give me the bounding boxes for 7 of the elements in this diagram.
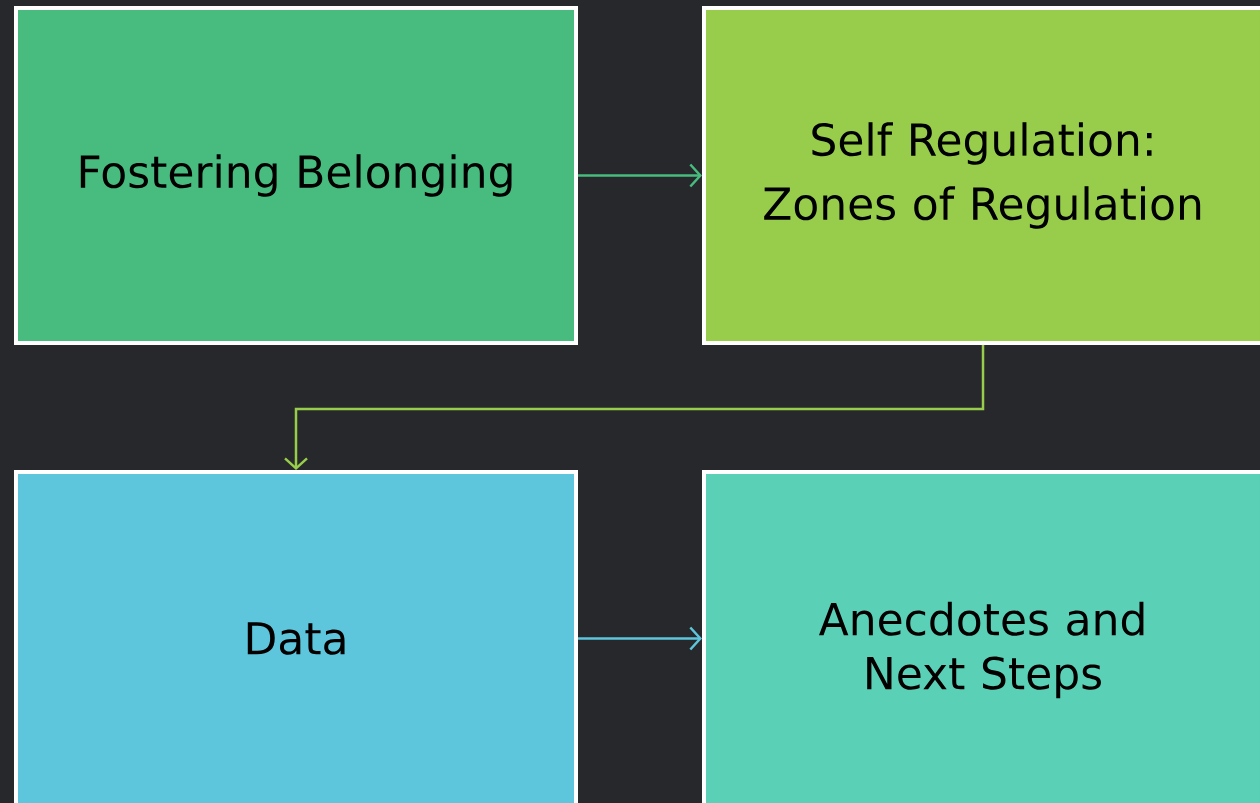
process-box: Self Regulation: Zones of Regulation bbox=[702, 6, 1260, 345]
arrow bbox=[578, 626, 702, 651]
process-box: Fostering Belonging bbox=[14, 6, 578, 345]
arrow bbox=[578, 163, 702, 188]
process-box: Anecdotes and Next Steps bbox=[702, 470, 1260, 803]
process-box: Data bbox=[14, 470, 578, 803]
arrow bbox=[284, 345, 985, 470]
